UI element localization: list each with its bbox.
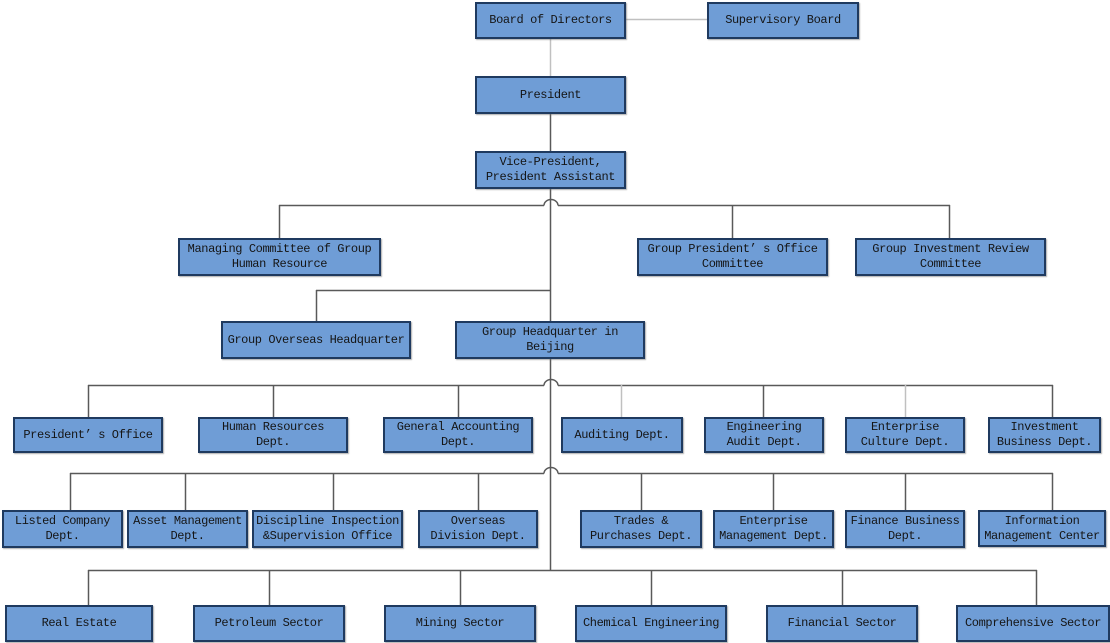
node-financial-sector: Financial Sector	[766, 605, 918, 642]
node-group-overseas-headquarter: Group Overseas Headquarter	[221, 321, 411, 359]
node-managing-committee: Managing Committee of Group Human Resour…	[178, 238, 381, 276]
node-overseas-division-dept: Overseas Division Dept.	[418, 510, 538, 548]
node-chemical-engineering: Chemical Engineering	[575, 605, 727, 642]
node-group-presidents-office-committee: Group President’ s Office Committee	[637, 238, 828, 276]
node-president: President	[475, 76, 626, 114]
line-hop-arc	[543, 378, 559, 386]
node-mining-sector: Mining Sector	[384, 605, 536, 642]
node-comprehensive-sector: Comprehensive Sector	[956, 605, 1110, 642]
line-hop-arc	[543, 466, 559, 474]
node-auditing-dept: Auditing Dept.	[561, 417, 683, 453]
node-engineering-audit-dept: Engineering Audit Dept.	[704, 417, 824, 453]
node-supervisory-board: Supervisory Board	[707, 2, 859, 39]
node-discipline-inspection-office: Discipline Inspection &Supervision Offic…	[252, 510, 403, 548]
line-hop-arc	[543, 198, 559, 206]
node-enterprise-culture-dept: Enterprise Culture Dept.	[845, 417, 965, 453]
node-vice-president: Vice-President, President Assistant	[475, 151, 626, 189]
node-petroleum-sector: Petroleum Sector	[193, 605, 345, 642]
node-general-accounting-dept: General Accounting Dept.	[383, 417, 533, 453]
node-presidents-office: President’ s Office	[13, 417, 163, 453]
node-investment-business-dept: Investment Business Dept.	[988, 417, 1101, 453]
node-real-estate: Real Estate	[5, 605, 153, 642]
node-human-resources-dept: Human Resources Dept.	[198, 417, 348, 453]
node-information-management-center: Information Management Center	[978, 510, 1106, 547]
node-listed-company-dept: Listed Company Dept.	[2, 510, 123, 548]
node-trades-purchases-dept: Trades & Purchases Dept.	[580, 510, 702, 548]
node-board-of-directors: Board of Directors	[475, 2, 626, 39]
node-finance-business-dept: Finance Business Dept.	[845, 510, 965, 548]
node-group-investment-review-committee: Group Investment Review Committee	[855, 238, 1046, 276]
node-asset-management-dept: Asset Management Dept.	[127, 510, 248, 548]
node-enterprise-management-dept: Enterprise Management Dept.	[713, 510, 834, 548]
node-group-headquarter-beijing: Group Headquarter in Beijing	[455, 321, 645, 359]
